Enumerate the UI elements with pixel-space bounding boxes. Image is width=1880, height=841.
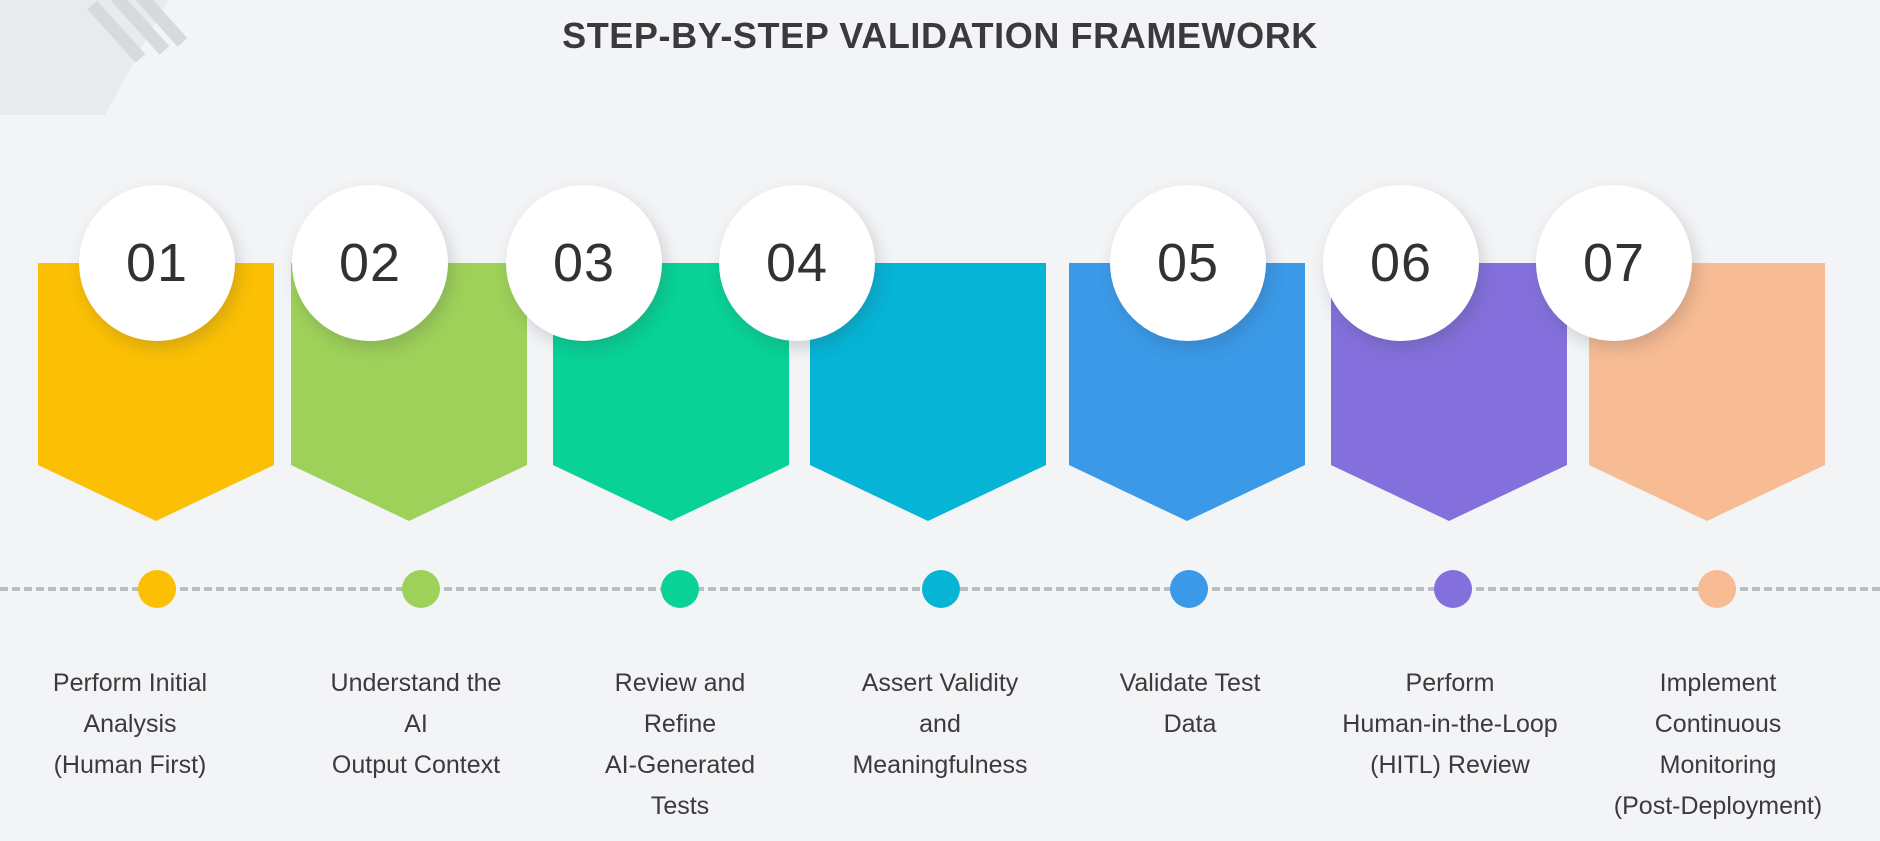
step-ribbon-04[interactable]: [810, 263, 1046, 521]
step-number-label: 03: [552, 233, 616, 293]
step-number-badge-05[interactable]: 05: [1110, 185, 1266, 341]
step-caption-01: Perform Initial Analysis (Human First): [52, 669, 208, 779]
step-number-label: 06: [1369, 233, 1433, 293]
steps-band: 01 02 03 04 05 06 07: [38, 185, 1825, 521]
step-caption-04: Assert Validity and Meaningfulness: [852, 669, 1028, 779]
timeline-dot-04[interactable]: [922, 570, 960, 608]
step-caption-03: Review and Refine AI-Generated Tests: [604, 669, 756, 820]
step-number-badge-06[interactable]: 06: [1323, 185, 1479, 341]
timeline-dot-01[interactable]: [138, 570, 176, 608]
step-caption-07: Implement Continuous Monitoring (Post-De…: [1613, 669, 1823, 820]
step-number-label: 02: [338, 233, 402, 293]
timeline-dot-06[interactable]: [1434, 570, 1472, 608]
timeline-dot-05[interactable]: [1170, 570, 1208, 608]
timeline-dot-03[interactable]: [661, 570, 699, 608]
step-caption-06: Perform Human-in-the-Loop (HITL) Review: [1342, 669, 1558, 779]
page-title: STEP-BY-STEP VALIDATION FRAMEWORK: [562, 15, 1318, 56]
step-number-label: 05: [1156, 233, 1220, 293]
step-number-badge-07[interactable]: 07: [1536, 185, 1692, 341]
step-number-label: 07: [1582, 233, 1646, 293]
step-number-badge-01[interactable]: 01: [79, 185, 235, 341]
step-caption-05: Validate Test Data: [1119, 669, 1261, 738]
step-caption-02: Understand the AI Output Context: [330, 669, 502, 779]
ribbon-shape: [1069, 263, 1305, 521]
step-number-badge-02[interactable]: 02: [292, 185, 448, 341]
step-number-badge-04[interactable]: 04: [719, 185, 875, 341]
timeline-dot-02[interactable]: [402, 570, 440, 608]
ribbon-shape: [38, 263, 274, 521]
ribbon-shape: [810, 263, 1046, 521]
step-ribbon-05[interactable]: [1069, 263, 1305, 521]
step-number-badge-03[interactable]: 03: [506, 185, 662, 341]
step-number-label: 01: [125, 233, 189, 293]
timeline-dot-07[interactable]: [1698, 570, 1736, 608]
step-ribbon-01[interactable]: [38, 263, 274, 521]
step-number-label: 04: [765, 233, 829, 293]
